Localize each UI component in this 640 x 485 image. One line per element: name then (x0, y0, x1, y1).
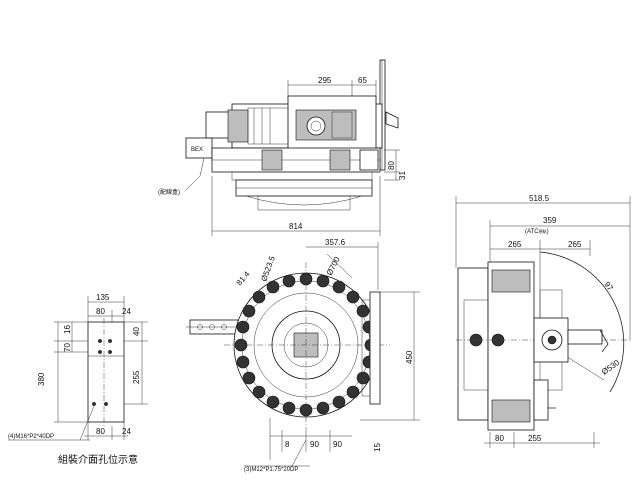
dim-80-detail-top: 80 (96, 307, 105, 316)
dim-357-6: 357.6 (325, 238, 346, 247)
side-view: 518.5 359 (ATC原點) 265 265 97 Ø530 (455, 194, 631, 448)
dim-265-a: 265 (508, 240, 522, 249)
dim-359: 359 (543, 216, 557, 225)
dim-255-side: 255 (528, 434, 542, 443)
dim-15: 15 (373, 443, 382, 452)
dim-295: 295 (318, 76, 332, 85)
mount-caption: 組裝介面孔位示意 (58, 453, 138, 466)
dim-31: 31 (398, 171, 407, 180)
dim-65: 65 (358, 76, 367, 85)
dim-80-top: 80 (387, 161, 396, 170)
mount-detail: 135 80 24 16 70 380 40 255 80 (8, 293, 148, 466)
dim-24-detail-bottom: 24 (122, 427, 131, 436)
dim-265-b: 265 (568, 240, 582, 249)
dim-97: 97 (602, 280, 615, 293)
dim-8: 8 (285, 440, 290, 449)
dim-dia-523-5: Ø523.5 (259, 254, 277, 282)
dim-135: 135 (96, 293, 110, 302)
dim-450: 450 (405, 350, 414, 364)
wiring-box-note: (配線盒) (158, 188, 180, 196)
dim-814: 814 (289, 222, 303, 231)
dim-255-detail: 255 (132, 370, 141, 384)
tool-pots (234, 272, 378, 417)
dim-81-4: 81.4 (235, 269, 252, 287)
dim-380: 380 (37, 372, 46, 386)
dim-80-side: 80 (495, 434, 504, 443)
atc-label: (ATC原點) (525, 228, 549, 235)
dim-90-b: 90 (333, 440, 342, 449)
hole-note-m12: (3)M12*P1.75*20DP (244, 467, 298, 473)
hole-note-m16: (4)M16*P2*40DP (8, 434, 54, 440)
front-view: 357.6 Ø700 Ø523.5 81.4 (186, 238, 420, 473)
dim-80-detail-bottom: 80 (96, 427, 105, 436)
dim-518-5: 518.5 (529, 194, 550, 203)
dim-40: 40 (132, 327, 141, 336)
dim-70: 70 (63, 343, 72, 352)
dim-90-a: 90 (310, 440, 319, 449)
dim-16: 16 (63, 325, 72, 334)
sticker-bex: BEX (191, 147, 203, 153)
top-view: 295 65 BEX (158, 59, 407, 236)
dim-24-detail-top: 24 (122, 307, 131, 316)
